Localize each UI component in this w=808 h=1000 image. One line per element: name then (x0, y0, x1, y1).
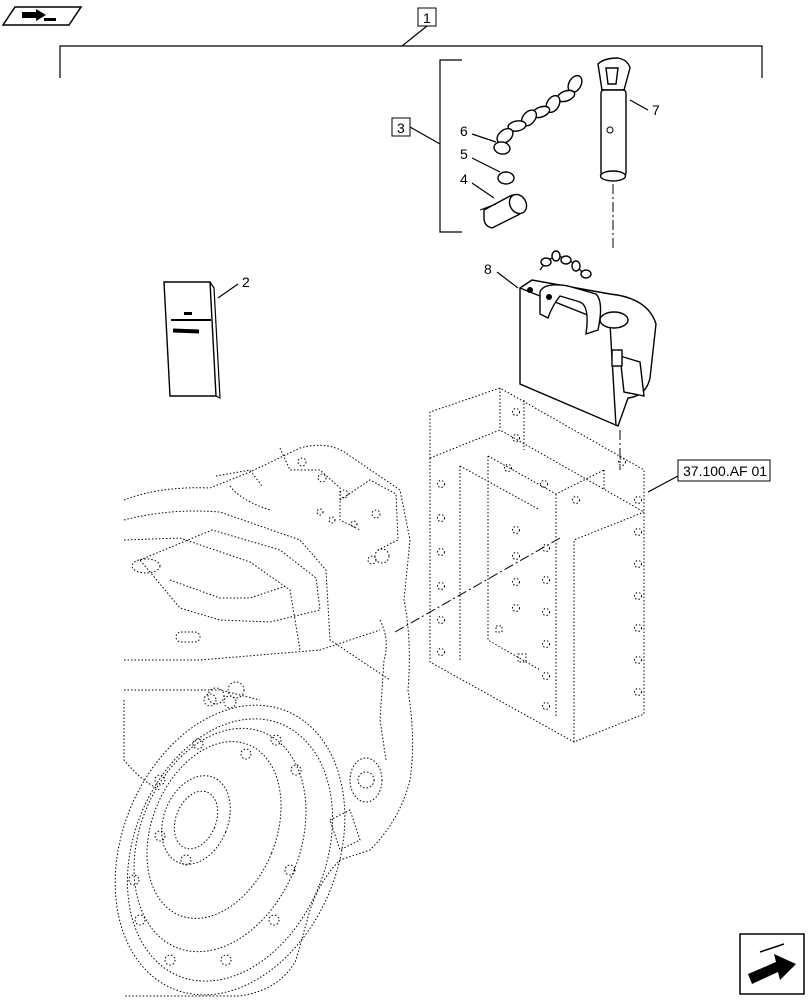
callout-6: 6 (460, 123, 468, 139)
retaining-clip-part (479, 193, 528, 229)
hitch-hook-part (519, 250, 657, 427)
reference-code: 37.100.AF 01 (683, 463, 767, 479)
hitch-frame-dotted (429, 387, 645, 743)
assembly-bracket-1: 1 (59, 7, 763, 78)
reference-code-box[interactable]: 37.100.AF 01 (647, 459, 771, 493)
rear-axle-housing-dotted (123, 444, 414, 997)
brake-drum-dotted (114, 693, 346, 996)
callout-4: 4 (460, 171, 468, 187)
callout-2: 2 (242, 274, 250, 290)
callout-8: 8 (484, 261, 492, 277)
hitch-pin-part (597, 57, 631, 182)
callout-3: 3 (397, 120, 405, 136)
callout-1: 1 (423, 10, 431, 26)
chain-part (493, 74, 583, 155)
callout-5: 5 (460, 146, 468, 162)
manual-booklet-part (163, 281, 221, 399)
ring-part (497, 171, 515, 185)
book-pointer-icon[interactable] (1, 6, 83, 26)
callout-7: 7 (652, 102, 660, 118)
kit-bracket-3: 3 (391, 59, 462, 233)
next-page-arrow-icon[interactable] (739, 933, 805, 995)
